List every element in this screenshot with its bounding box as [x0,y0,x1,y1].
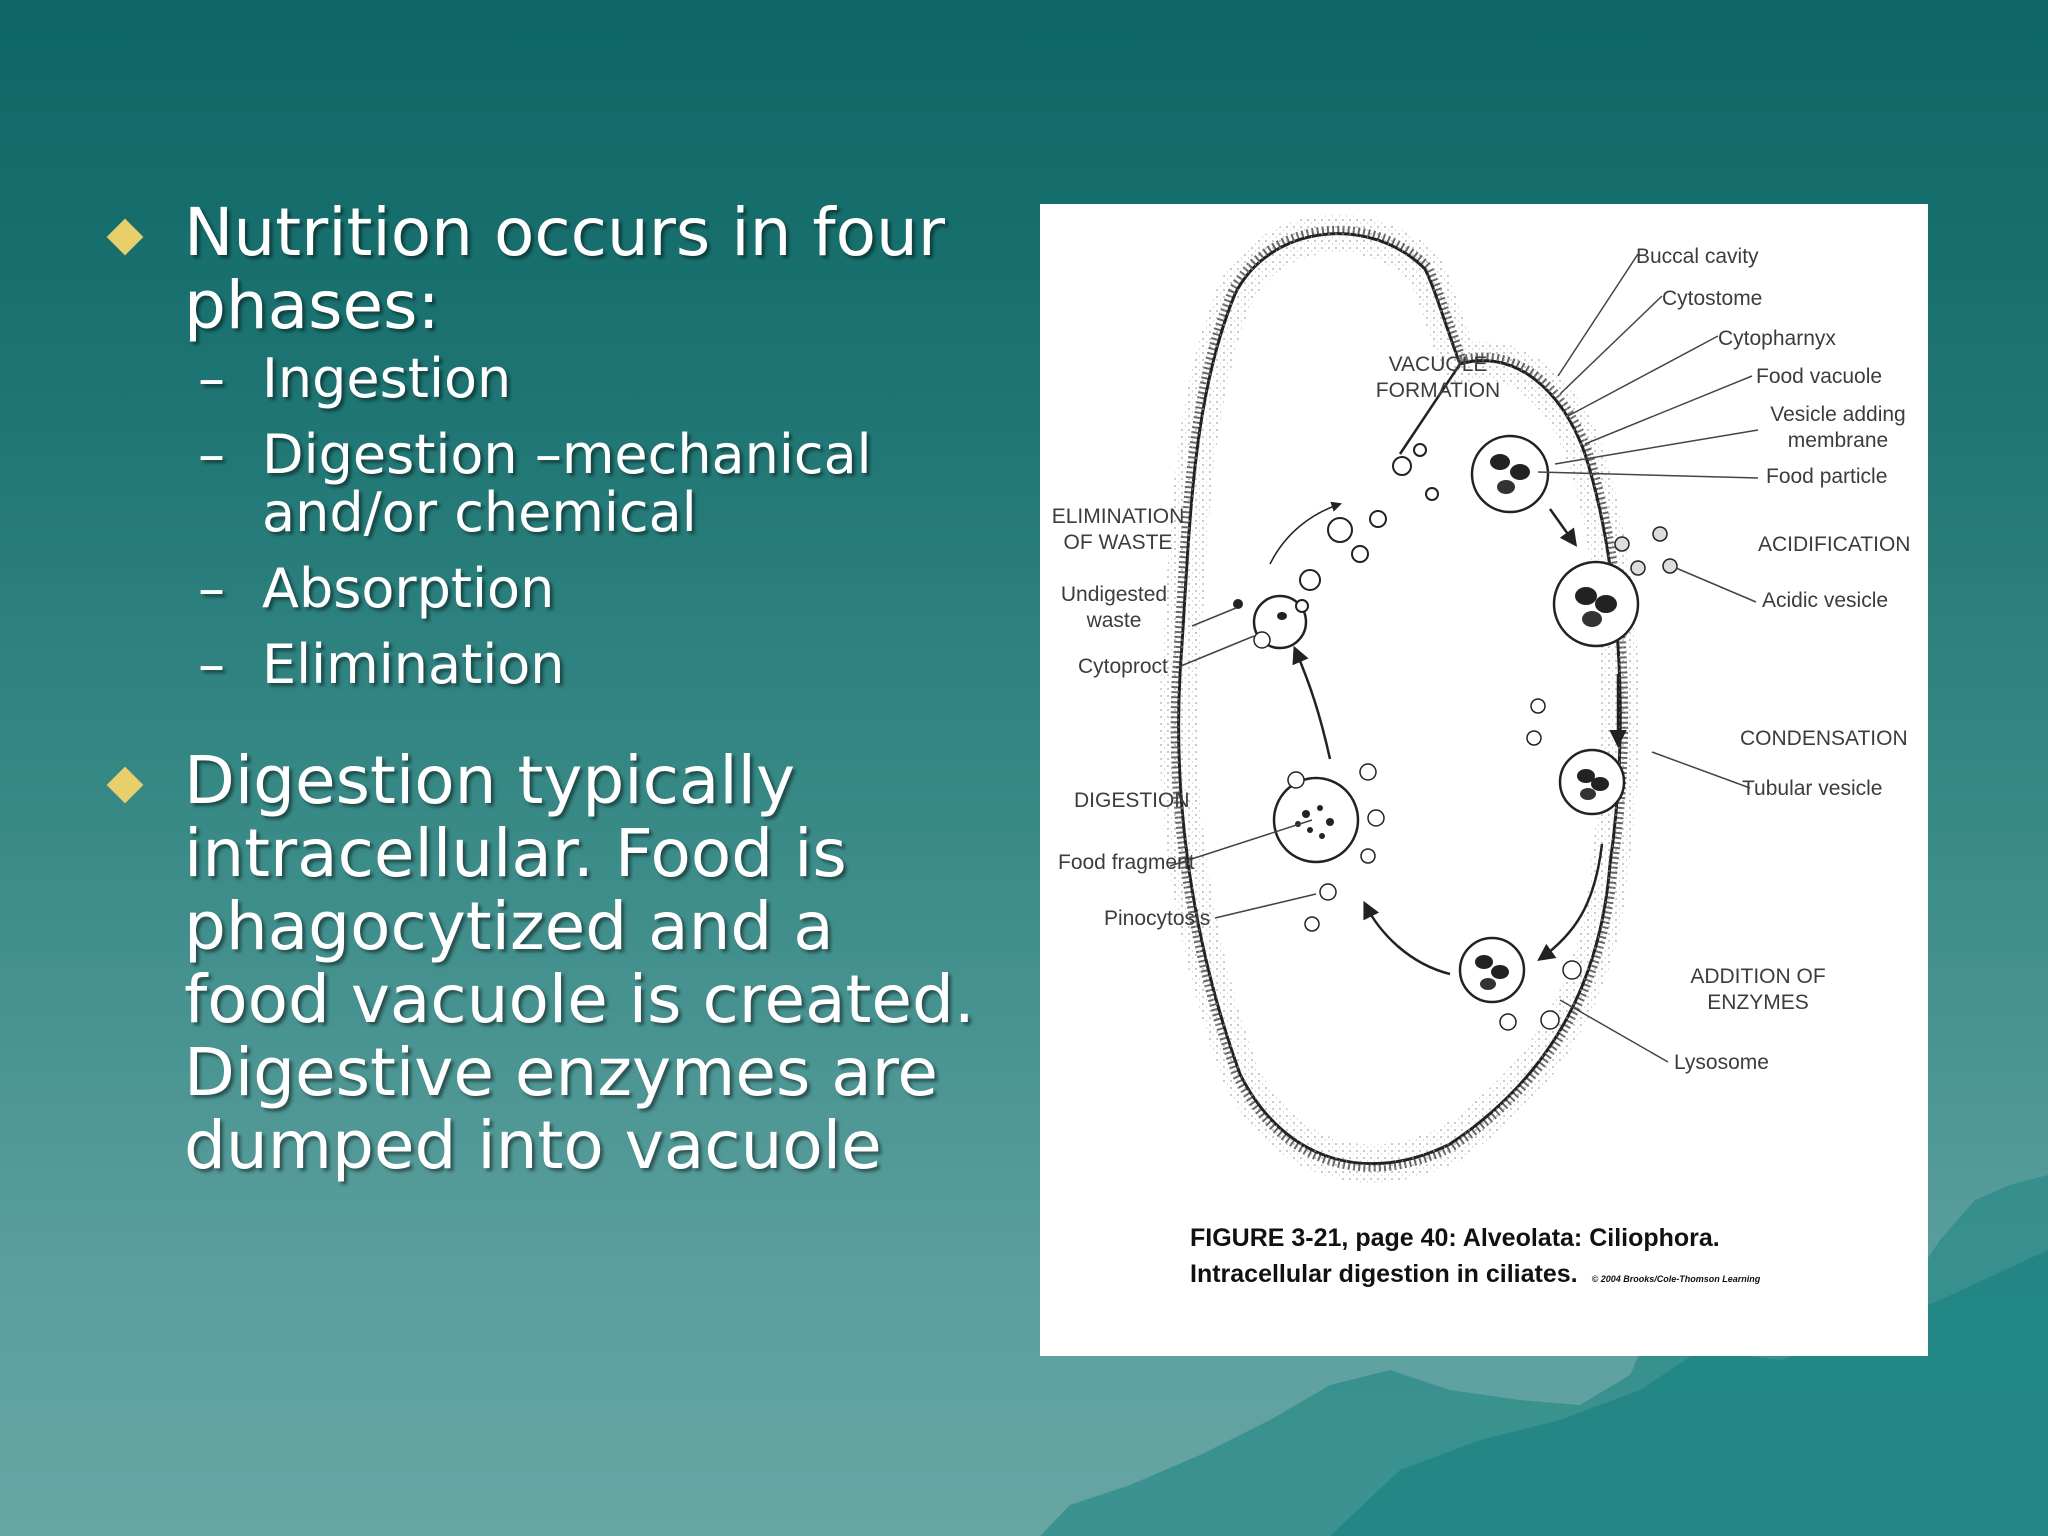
bullet-text: Nutrition occurs in four phases: [184,194,945,344]
phase-label: Ingestion [262,347,512,410]
dash-marker: – [198,633,225,696]
label-cytopharnyx: Cytopharnyx [1718,327,1836,350]
bullet-intracellular-digestion: Digestion typically intracellular. Food … [106,742,988,1184]
label-cytostome: Cytostome [1662,287,1763,310]
caption-text: Intracellular digestion in ciliates. [1190,1260,1578,1288]
bullet-text: Digestion typically intracellular. Food … [184,742,975,1184]
label-vesicle-adding-membrane: Vesicle adding membrane [1770,403,1906,452]
label-food-fragment: Food fragment [1058,851,1195,874]
label-condensation: CONDENSATION [1740,727,1908,750]
bullet-nutrition-phases: Nutrition occurs in four phases: –Ingest… [106,194,988,694]
label-buccal-cavity: Buccal cavity [1636,245,1759,268]
figure-caption: FIGURE 3-21, page 40: Alveolata: Cilioph… [1190,1220,1760,1297]
label-cytoproct: Cytoproct [1078,655,1168,678]
ciliate-illustration [1159,214,1759,1183]
label-digestion: DIGESTION [1074,789,1190,812]
ciliate-digestion-figure: Buccal cavity Cytostome Cytopharnyx Food… [1040,204,1928,1356]
label-tubular-vesicle: Tubular vesicle [1742,777,1883,800]
label-lysosome: Lysosome [1674,1051,1769,1074]
phase-label: Digestion –mechanical and/or chemical [262,423,872,544]
label-food-vacuole: Food vacuole [1756,365,1883,388]
dash-marker: – [198,557,225,620]
phase-item: –Digestion –mechanical and/or chemical [198,426,988,542]
phase-list: –Ingestion –Digestion –mechanical and/or… [184,350,988,694]
phase-item: –Ingestion [198,350,988,408]
label-food-particle: Food particle [1766,465,1888,488]
label-vacuole-formation: VACUOLE FORMATION [1375,353,1501,402]
label-addition-of-enzymes: ADDITION OF ENZYMES [1690,965,1826,1014]
diamond-bullet-icon [106,766,144,804]
caption-line-2: Intracellular digestion in ciliates. © 20… [1190,1256,1760,1297]
copyright-notice: © 2004 Brooks/Cole-Thomson Learning [1591,1274,1761,1284]
label-acidification: ACIDIFICATION [1758,533,1911,556]
label-elimination-of-waste: ELIMINATION OF WASTE [1051,505,1185,554]
bullet-list: Nutrition occurs in four phases: –Ingest… [106,194,988,1184]
dash-marker: – [198,347,225,410]
caption-line-1: FIGURE 3-21, page 40: Alveolata: Cilioph… [1190,1224,1720,1252]
phase-item: –Absorption [198,560,988,618]
diamond-bullet-icon [106,218,144,256]
label-pinocytosis: Pinocytosis [1104,907,1211,930]
phase-label: Absorption [262,557,555,620]
label-acidic-vesicle: Acidic vesicle [1762,589,1889,612]
label-undigested-waste: Undigested waste [1060,583,1168,632]
dash-marker: – [198,423,225,486]
phase-label: Elimination [262,633,565,696]
phase-item: –Elimination [198,636,988,694]
